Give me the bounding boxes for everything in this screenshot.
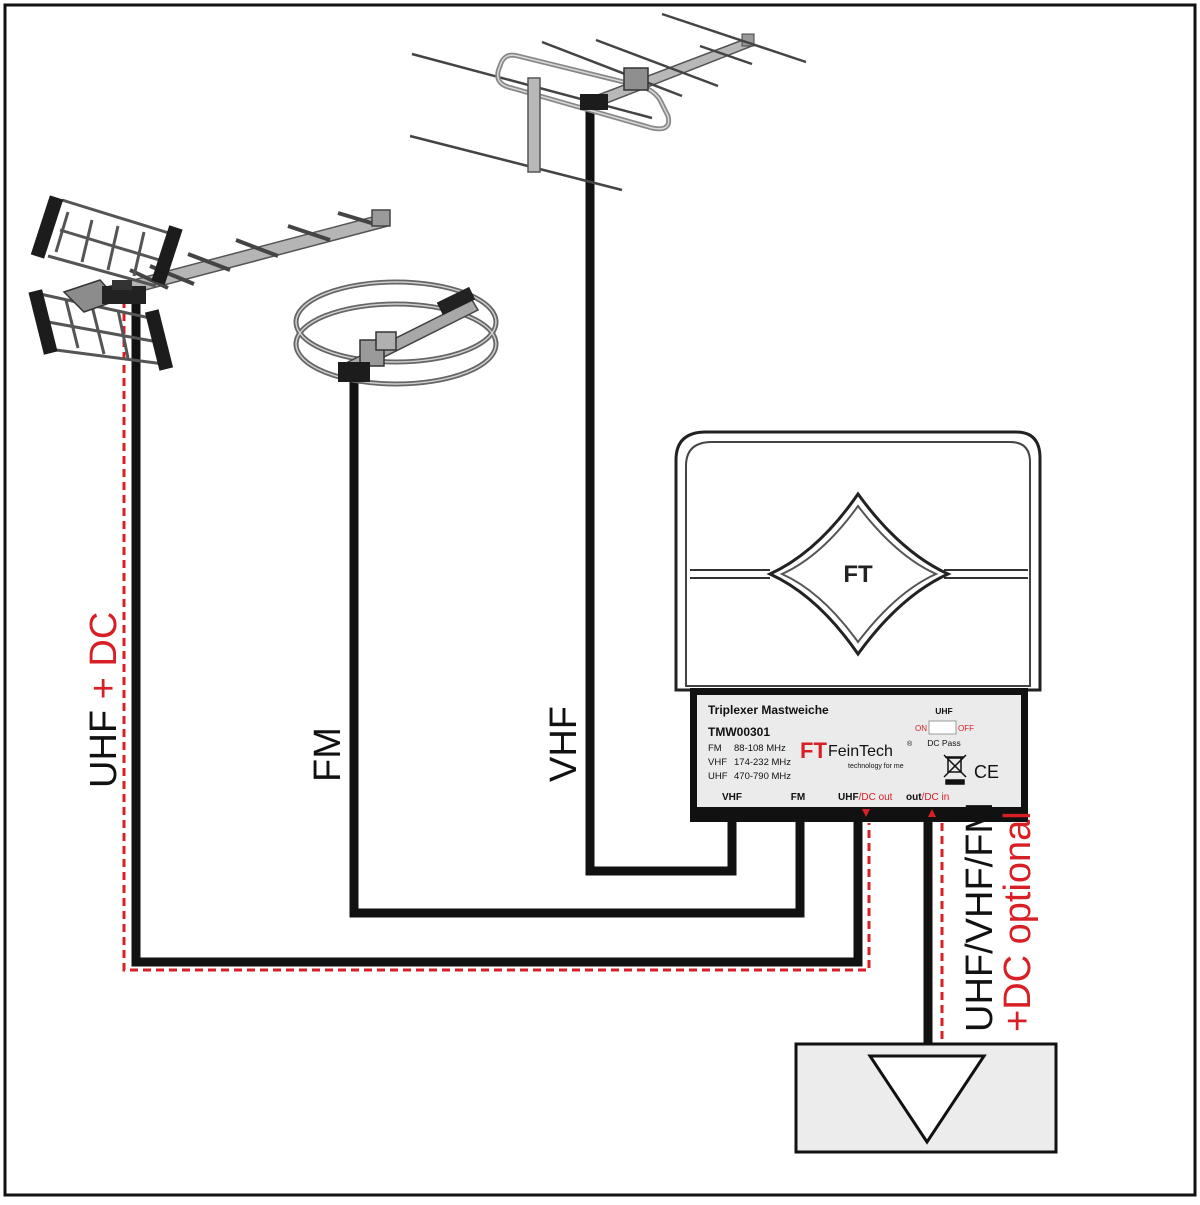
fm-cable-label: FM — [307, 727, 349, 782]
receiver-box — [794, 1042, 1058, 1154]
fm-ring-antenna — [293, 279, 499, 387]
switch-off-label: OFF — [958, 724, 974, 733]
port-vhf-arrow-icon — [728, 809, 736, 817]
port-fm-arrow-icon — [794, 809, 802, 817]
triplexer-cover: FT — [674, 430, 1042, 692]
device-model: TMW00301 — [708, 725, 770, 739]
port-out-label: out/DC in — [906, 792, 949, 803]
uhf-yagi-antenna — [28, 195, 391, 371]
uhf-dc-cable-label: UHF + DC — [83, 612, 125, 788]
fm-cable — [349, 380, 805, 918]
port-fm-label: FM — [791, 792, 805, 803]
amplifier-triangle-icon — [867, 1054, 987, 1145]
cover-ft-logo: FT — [843, 561, 873, 588]
output-dc-optional-label: +DC optional — [997, 811, 1039, 1032]
switch-on-label: ON — [915, 724, 927, 733]
dc-pass-switch — [928, 720, 957, 735]
brand-registered-mark: ® — [907, 740, 913, 748]
switch-title: UHF — [935, 706, 952, 716]
band-fm-range: 88-108 MHz — [734, 743, 786, 754]
band-vhf-range: 174-232 MHz — [734, 757, 791, 768]
vhf-cable — [585, 110, 737, 876]
band-uhf-range: 470-790 MHz — [734, 771, 791, 782]
port-uhf-dc-out-arrow-icon — [862, 809, 870, 817]
port-out-arrow-icon — [918, 809, 926, 817]
port-uhf-in-arrow-icon — [852, 809, 860, 817]
output-signal-label: UHF/VHF/FM — [959, 802, 1001, 1032]
brand-name: FeinTech — [828, 743, 893, 760]
uhf-dc-red-dashed-line — [122, 300, 871, 972]
uhf-cable — [131, 300, 863, 967]
band-uhf-name: UHF — [708, 771, 728, 782]
port-dc-in-arrow-icon — [928, 809, 936, 817]
triplexer-label-panel: Triplexer Mastweiche TMW00301 FM 88-108 … — [690, 688, 1028, 822]
vhf-cable-label: VHF — [543, 706, 585, 782]
brand-ft-logo: FT — [800, 738, 827, 763]
device-title: Triplexer Mastweiche — [708, 703, 829, 717]
port-vhf-label: VHF — [722, 792, 742, 803]
port-uhf-label: UHF/DC out — [838, 792, 893, 803]
switch-caption: DC Pass — [927, 738, 961, 748]
brand-tagline: technology for me — [848, 763, 904, 770]
band-vhf-name: VHF — [708, 757, 727, 768]
ce-mark: CE — [974, 762, 999, 782]
vhf-yagi-antenna — [409, 12, 807, 192]
band-fm-name: FM — [708, 743, 722, 754]
weee-bin-icon — [943, 754, 967, 785]
